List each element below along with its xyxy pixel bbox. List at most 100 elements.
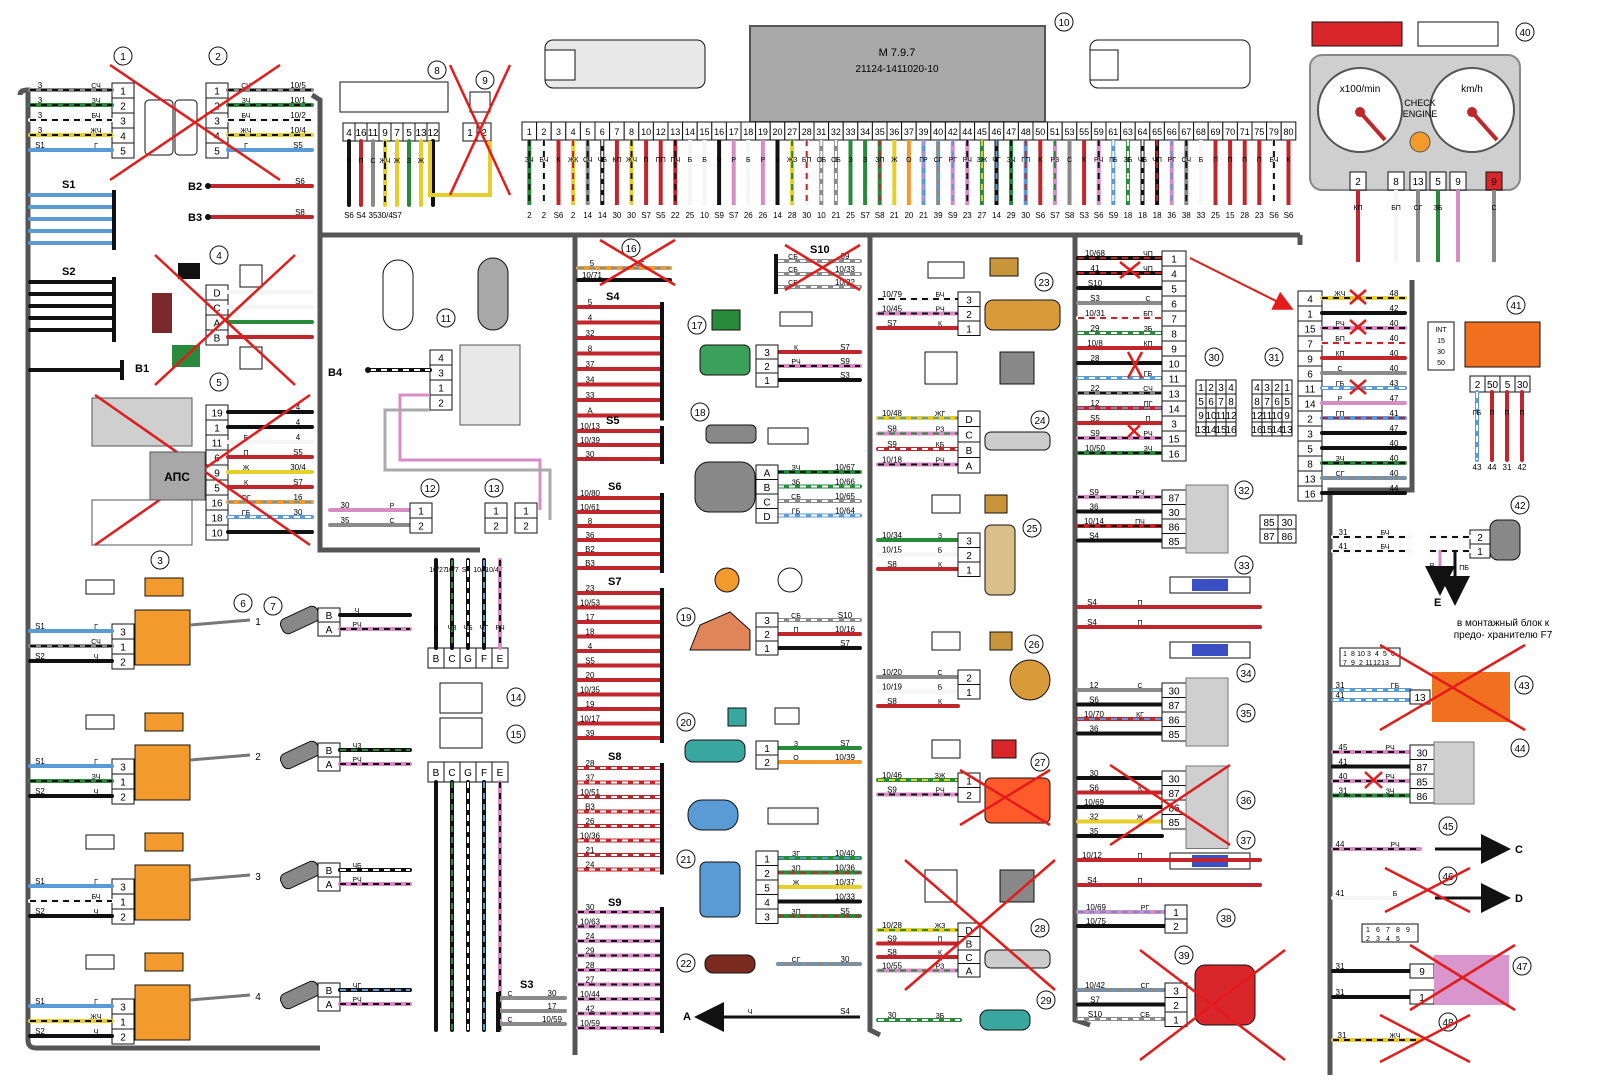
component-48-color: ЖЧ [1389, 1033, 1400, 1040]
relay-block-pin-number: 10 [1168, 360, 1180, 371]
right-block-color: РЧ [1335, 321, 1345, 328]
ecu-wire-target: 18 [1138, 211, 1147, 220]
bus-label-s5: S5 [606, 415, 619, 427]
connector-5-pin-number: 19 [211, 409, 223, 420]
ecu-wire-target: 14 [583, 211, 592, 220]
component-17-pin-number: 2 [764, 362, 770, 373]
bus-s9-source: 10/63 [580, 918, 601, 927]
component-30-pin-number: 5 [1198, 397, 1204, 408]
ecu-pin-number: 46 [991, 127, 1001, 137]
component-27-pin-number: 1 [966, 776, 972, 787]
component-22-wire-color: СГ [792, 957, 801, 964]
cross-line-b [1126, 351, 1144, 379]
bus-s3-target: 10/59 [542, 1015, 563, 1024]
component-47-pin-number: 1 [1419, 993, 1425, 1004]
ecu-pin-number: 4 [571, 127, 576, 137]
ecu-pin-number: 16 [714, 127, 724, 137]
right-block-color: С [1337, 366, 1342, 373]
ecu-wire-target: 10 [700, 211, 709, 220]
ignition-switch-wire-target: 43 [1473, 463, 1482, 472]
injector-wire-color: ЧГ [353, 983, 362, 990]
fuse-wire-color: П [1137, 600, 1142, 607]
ecu-wire-target: S6 [1269, 211, 1279, 220]
connector-5-wire-target: 30 [294, 508, 303, 517]
ecu-wire-target: 30 [802, 211, 811, 220]
ecu-pin-number: 34 [860, 127, 870, 137]
component-24-pin-number: B [966, 446, 973, 457]
fuse-34 [1192, 644, 1228, 656]
connector-5-pin-number: 1 [214, 424, 220, 435]
ecu-pin-number: 47 [1006, 127, 1016, 137]
relocation-arrow [1189, 257, 1294, 310]
connector-8-pin-number: 7 [394, 128, 400, 139]
component-20-index-circle [676, 712, 696, 732]
component-47-connector-pin: 9 [1406, 927, 1410, 934]
coil-wire-color: БЧ [92, 894, 101, 901]
component-36-source: S6 [1089, 784, 1099, 793]
component-31-pin-number: 7 [1264, 397, 1270, 408]
component-25-color: Б [938, 548, 943, 555]
bus-s9-source: 42 [586, 1005, 595, 1014]
component-16-source: 5 [590, 259, 595, 268]
component-21-index: 21 [680, 855, 692, 866]
connector-1-pin-number: 1 [120, 87, 126, 98]
component-48-source: 31 [1338, 1031, 1347, 1040]
component-44-color: РЧ [1385, 745, 1395, 752]
coil-wire-color: СЧ [91, 639, 101, 646]
component-28-color: К [938, 950, 943, 957]
component-12-wire-source: 30 [341, 501, 350, 510]
component-38-pin-box [1164, 918, 1188, 934]
connector-5-index-circle [209, 372, 229, 392]
ecu-wire-color: РЧ [1094, 157, 1104, 164]
component-35-source: 36 [1090, 725, 1099, 734]
component-28-pin-number: A [966, 966, 973, 977]
component-45-index-circle [1438, 816, 1458, 836]
component-12-pin-box [409, 517, 433, 534]
right-block-color: СГ [1336, 471, 1345, 478]
ecu-wire-target: 25 [685, 211, 694, 220]
component-18-index: 18 [694, 408, 706, 419]
right-block-target: 41 [1390, 409, 1399, 418]
relay-block-pin-number: 8 [1171, 330, 1177, 341]
connector-5-wire-color: Ж [243, 465, 250, 472]
component-43-connector-pin: 6 [1391, 651, 1395, 658]
component-39-index-circle [1174, 945, 1194, 965]
component-30-pin-number: 14 [1205, 425, 1217, 436]
output-a-source: S4 [840, 1007, 850, 1016]
component-13-pin-b-box [514, 517, 538, 534]
component-27-plug [991, 739, 1017, 759]
right-block-pin-number: 4 [1307, 295, 1313, 306]
component-31-pin-number: 8 [1254, 397, 1260, 408]
component-23-plug [989, 257, 1019, 277]
component-3-index-circle [150, 550, 170, 570]
ecu-wire-target: 2 [571, 211, 576, 220]
component-39-color: СГ [1141, 983, 1150, 990]
bus-s9-bar [660, 907, 664, 1033]
connector-5-wire-color: ОГ [241, 495, 250, 502]
bus-s2-bar [112, 277, 116, 342]
cross-line-b [154, 254, 296, 386]
bus-s3-color: С [507, 991, 512, 998]
ecu-wire-color: СЧ [583, 157, 593, 164]
coil-wire-color: Ч [94, 909, 99, 916]
ecu-wire-color: ГР [919, 157, 928, 164]
component-32-source: 10/14 [1084, 517, 1105, 526]
ecu-pin-number: 39 [918, 127, 928, 137]
component-28-pin-number: B [966, 939, 973, 950]
bus-b3-node [205, 214, 211, 220]
component-30-pin-number: 1 [1198, 383, 1204, 394]
component-21-pin-number: 1 [764, 854, 770, 865]
component-24-pin-number: A [966, 461, 973, 472]
ecu-pin-number: 27 [787, 127, 797, 137]
ecu-index-circle [1054, 12, 1074, 32]
component-24-socket [924, 351, 958, 385]
right-block-target: 40 [1390, 364, 1399, 373]
ecu-wire-color: К [1038, 157, 1043, 164]
component-24-source: S9 [887, 440, 897, 449]
bus-s9-source: 29 [586, 947, 595, 956]
component-43-connector-pin: 5 [1383, 651, 1387, 658]
ecu-wire-target: 21 [890, 211, 899, 220]
component-7-index-circle [263, 596, 283, 616]
component-20-index: 20 [680, 718, 692, 729]
coil-wire-color: ЖЧ [90, 1014, 101, 1021]
